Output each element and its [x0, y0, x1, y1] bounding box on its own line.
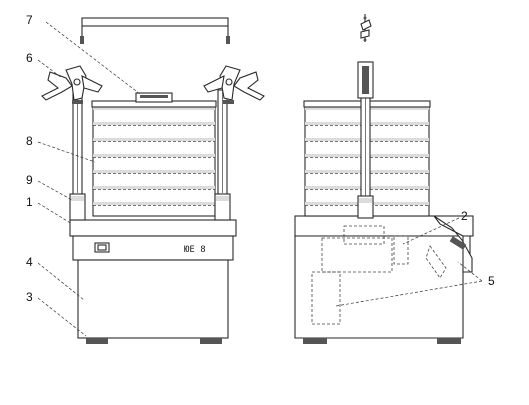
sieve-ring	[93, 170, 215, 173]
sieve-ring	[93, 138, 215, 141]
right-column	[214, 89, 231, 221]
sieve-ring	[93, 186, 215, 189]
callout-1: 1	[26, 195, 33, 209]
clamp-handle-icon	[41, 65, 103, 104]
base-housing: ЮЕ 8	[69, 219, 237, 344]
sieve-ring	[93, 154, 215, 157]
base-housing-side	[294, 215, 474, 344]
callout-labels: 7 6 8 9 1 4 3 2 5	[26, 13, 495, 304]
callout-2: 2	[461, 209, 468, 223]
callout-9: 9	[26, 173, 33, 187]
sieve-stack	[91, 92, 217, 217]
sieve-ring	[93, 202, 215, 205]
panel-display-text: ЮЕ 8	[184, 245, 206, 255]
callout-5: 5	[488, 274, 495, 288]
power-switch-icon	[94, 242, 110, 253]
callout-6: 6	[26, 51, 33, 65]
clamp-handle-icon	[203, 65, 265, 104]
callout-3: 3	[26, 290, 33, 304]
left-column	[69, 89, 86, 221]
leader-lines	[37, 21, 483, 337]
clamp-detail	[360, 14, 372, 42]
side-column	[357, 61, 374, 219]
callout-4: 4	[26, 255, 33, 269]
clamping-bar	[80, 17, 230, 44]
side-view	[294, 14, 474, 344]
front-view: ЮЕ 8	[41, 17, 265, 344]
sieve-ring	[93, 122, 215, 125]
callout-8: 8	[26, 134, 33, 148]
callout-7: 7	[26, 13, 33, 27]
